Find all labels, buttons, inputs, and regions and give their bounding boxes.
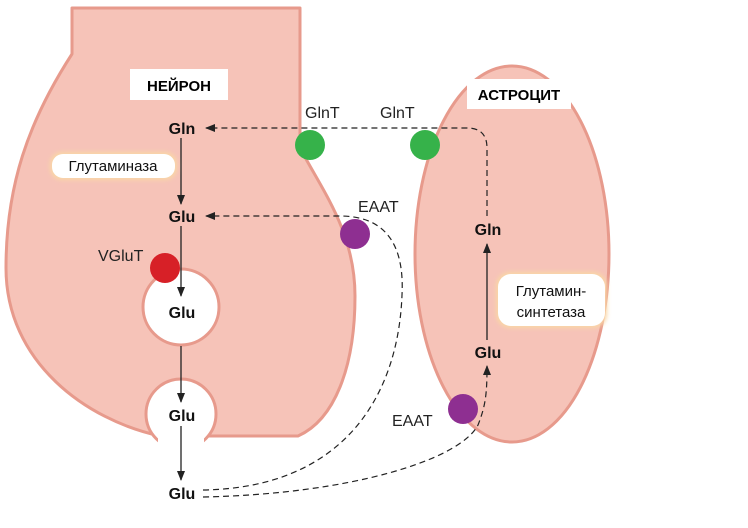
vglut-transporter xyxy=(150,253,180,283)
neuron-glu-label: Glu xyxy=(169,209,196,226)
glutamine-synthetase-box xyxy=(498,274,605,326)
astrocyte-eaat-transporter xyxy=(448,394,478,424)
astrocyte-title-box xyxy=(467,79,571,109)
astrocyte-glu-label: Glu xyxy=(475,345,502,362)
vglut-label: VGluT xyxy=(98,248,144,265)
dashed-path-gln-transport xyxy=(205,124,488,216)
glutamine-synthetase-line2: синтетаза xyxy=(517,304,586,321)
neuron-gln-label: Gln xyxy=(169,121,196,138)
glutaminase-label: Глутаминаза xyxy=(69,158,159,175)
neuron-title: НЕЙРОН xyxy=(147,77,211,95)
neuron-eaat-label: EAAT xyxy=(358,199,399,216)
astrocyte-glnt-transporter xyxy=(410,130,440,160)
glutamine-synthetase-line1: Глутамин- xyxy=(516,283,587,300)
neuron-eaat-transporter xyxy=(340,219,370,249)
neuron-glnt-label: GlnT xyxy=(305,105,340,122)
astrocyte-title: АСТРОЦИТ xyxy=(478,87,560,104)
glutaminase-box xyxy=(52,154,175,178)
astrocyte-cell xyxy=(413,64,611,444)
astrocyte-glnt-label: GlnT xyxy=(380,105,415,122)
astrocyte-eaat-label: EAAT xyxy=(392,413,433,430)
dashed-path-astrocyte-uptake xyxy=(202,365,491,498)
neuron-title-box xyxy=(130,69,228,100)
neuron-glnt-transporter xyxy=(295,130,325,160)
fusing-vesicle-glu-label: Glu xyxy=(169,408,196,425)
vesicle-glu-label: Glu xyxy=(169,305,196,322)
dashed-path-neuronal-reuptake xyxy=(202,212,403,491)
synaptic-glu-label: Glu xyxy=(169,486,196,503)
astrocyte-gln-label: Gln xyxy=(475,222,502,239)
